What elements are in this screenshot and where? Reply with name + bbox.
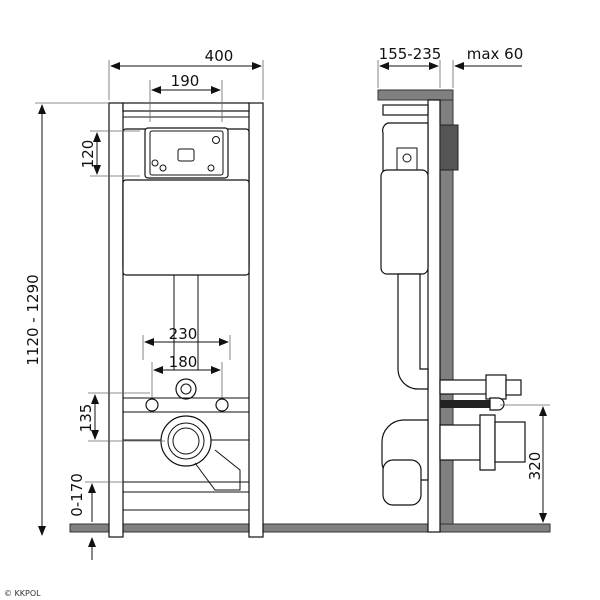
dim-drain-height: 320 <box>526 452 544 481</box>
water-inlet <box>175 378 197 400</box>
front-view-frame <box>108 102 264 538</box>
dim-frame-width: 400 <box>205 47 234 65</box>
side-view <box>377 89 526 533</box>
copyright: © KKPOL <box>4 589 41 598</box>
drain-pipe <box>439 424 481 461</box>
dim-depth: 155-235 <box>379 45 442 63</box>
bolt-left <box>145 398 159 412</box>
dim-panel-width: 190 <box>171 72 200 90</box>
flush-panel-opening <box>144 127 229 179</box>
dim-foot-adjust: 0-170 <box>68 473 86 517</box>
side-dimensions <box>377 60 550 523</box>
flush-pipe-side <box>397 273 429 390</box>
dim-total-height: 1120 - 1290 <box>24 274 42 365</box>
frame-post <box>427 99 441 533</box>
dim-wall-max: max 60 <box>467 45 524 63</box>
bolt-right <box>215 398 229 412</box>
ceiling-slab <box>377 89 454 101</box>
dim-bolt-outer: 230 <box>169 325 198 343</box>
dim-panel-height: 120 <box>79 140 97 169</box>
dim-bolt-inner: 180 <box>169 353 198 371</box>
dim-bolt-to-drain: 135 <box>77 404 95 433</box>
flush-plate <box>439 124 459 171</box>
front-dimensions <box>35 60 264 560</box>
side-cistern <box>380 169 429 275</box>
floor <box>69 523 551 533</box>
